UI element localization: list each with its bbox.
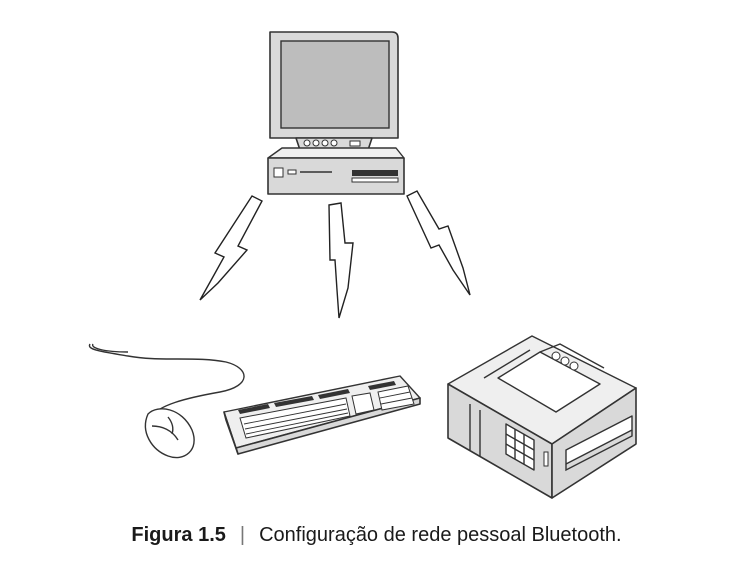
- figure-number: Figura 1.5: [131, 524, 226, 546]
- keyboard-keys: [238, 381, 415, 439]
- printer-icon: [447, 335, 637, 499]
- lightning-bolt-icon: [328, 202, 354, 319]
- printer-keypad: [505, 423, 535, 471]
- lightning-bolt-icon: [406, 190, 471, 296]
- computer-icon: [267, 31, 405, 195]
- caption-separator: |: [239, 524, 246, 546]
- wireless-links: [199, 190, 471, 319]
- monitor-icon: [269, 31, 399, 159]
- mouse-icon: [88, 343, 245, 459]
- desktop-case-icon: [267, 147, 405, 195]
- figure-caption: Figura 1.5 | Configuração de rede pessoal …: [0, 524, 753, 547]
- caption-text: Configuração de rede pessoal Bluetooth.: [259, 524, 622, 546]
- keyboard-icon: [223, 375, 421, 455]
- bluetooth-network-diagram: [88, 31, 637, 499]
- lightning-bolt-icon: [199, 195, 263, 301]
